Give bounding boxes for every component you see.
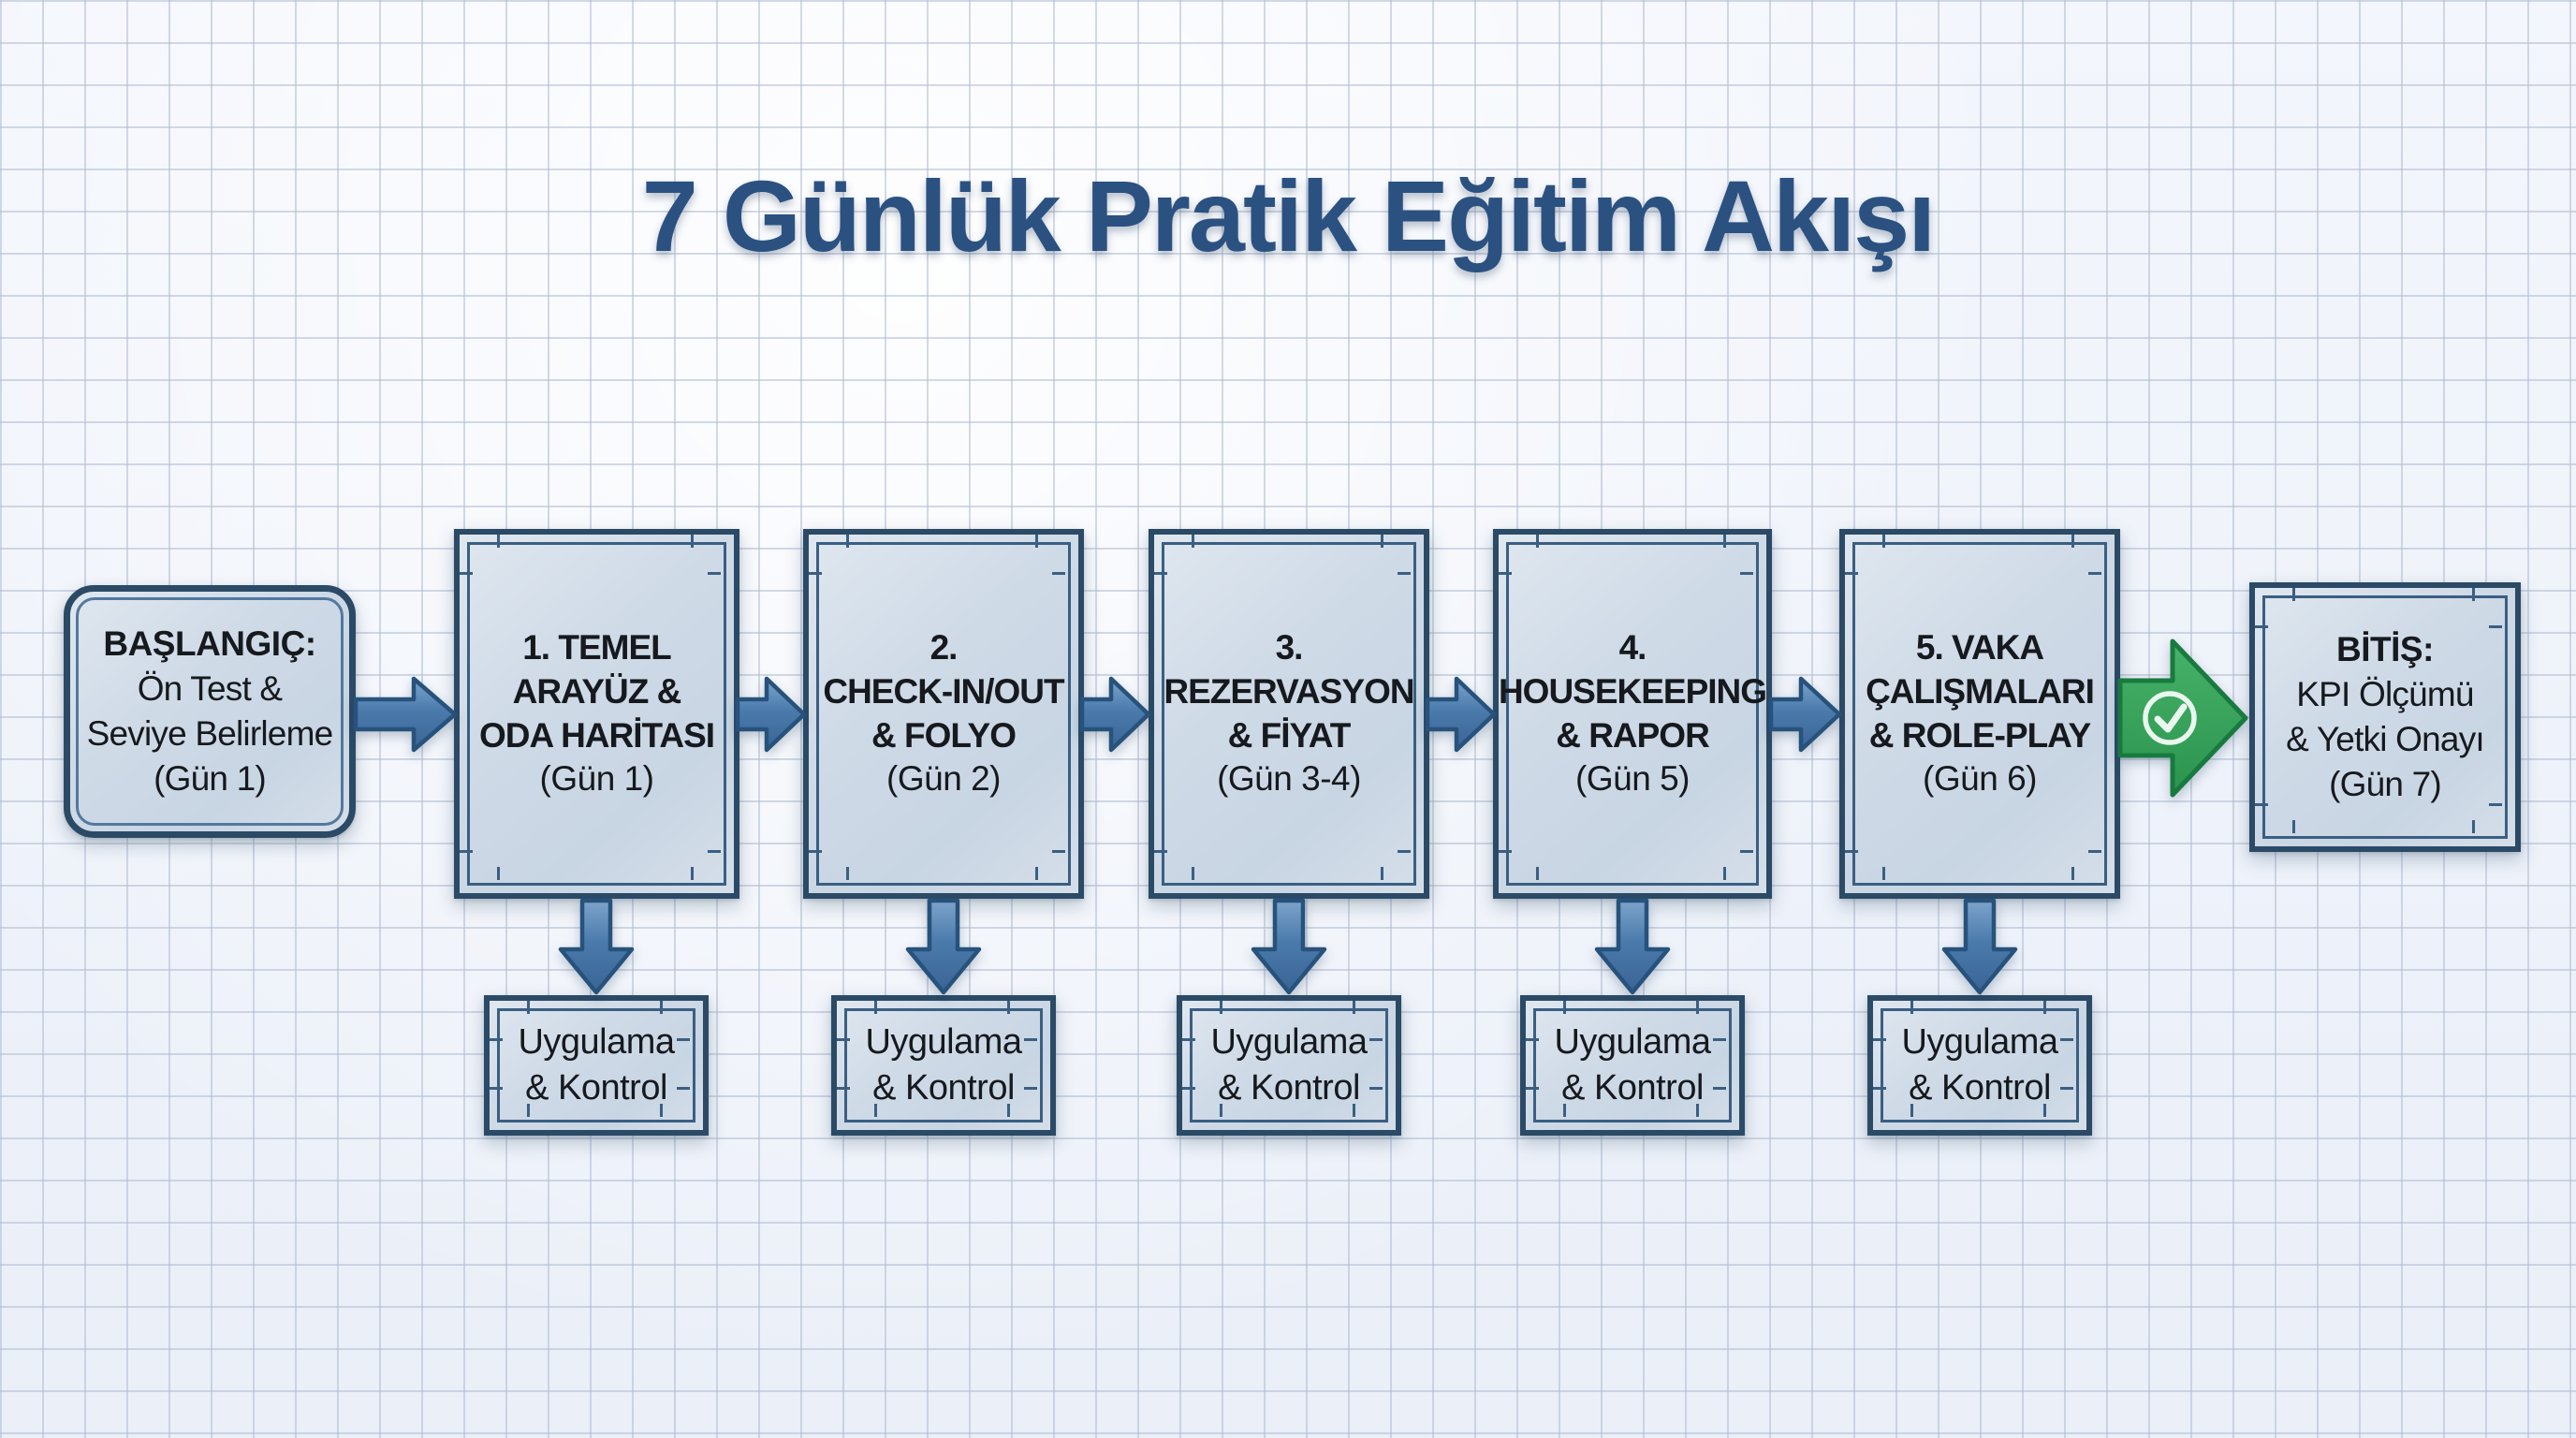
diagram-title: 7 Günlük Pratik Eğitim Akışı — [641, 159, 1936, 272]
arrow-start-to-step1 — [353, 676, 458, 753]
node-day: (Gün 6) — [1923, 759, 2037, 799]
node-line: ÇALIŞMALARI — [1866, 671, 2095, 711]
node-step-5: 5. VAKA ÇALIŞMALARI & ROLE-PLAY (Gün 6) — [1839, 529, 2120, 899]
node-line: 5. VAKA — [1915, 628, 2044, 668]
node-line: BAŞLANGIÇ: — [103, 624, 316, 663]
node-line: Uygulama — [518, 1022, 675, 1063]
node-practice-3: Uygulama & Kontrol — [1177, 995, 1401, 1136]
node-line: & Kontrol — [1561, 1068, 1704, 1108]
node-day: (Gün 1) — [539, 759, 654, 799]
node-line: & Kontrol — [872, 1068, 1015, 1108]
node-step-3-label: 3. REZERVASYON & FİYAT (Gün 3-4) — [1154, 535, 1424, 893]
check-icon — [2143, 691, 2197, 745]
arrow-step1-to-step2 — [735, 676, 807, 753]
node-start: BAŞLANGIÇ: Ön Test & Seviye Belirleme (G… — [64, 585, 356, 838]
arrow-step1-to-practice1 — [558, 898, 635, 995]
node-line: (Gün 7) — [2329, 765, 2442, 804]
node-step-5-label: 5. VAKA ÇALIŞMALARI & ROLE-PLAY (Gün 6) — [1845, 535, 2115, 893]
node-day: (Gün 3-4) — [1217, 759, 1361, 799]
node-line: 1. TEMEL — [522, 628, 672, 668]
node-line: Ön Test & — [137, 668, 283, 708]
node-practice-3-label: Uygulama & Kontrol — [1182, 1001, 1396, 1130]
node-line: BİTİŞ: — [2336, 629, 2434, 668]
node-step-2: 2. CHECK-IN/OUT & FOLYO (Gün 2) — [803, 529, 1084, 899]
arrow-step3-to-step4 — [1425, 676, 1497, 753]
node-practice-1-label: Uygulama & Kontrol — [490, 1001, 703, 1130]
node-step-2-label: 2. CHECK-IN/OUT & FOLYO (Gün 2) — [809, 535, 1078, 893]
node-line: & ROLE-PLAY — [1868, 715, 2091, 755]
node-end: BİTİŞ: KPI Ölçümü & Yetki Onayı (Gün 7) — [2249, 582, 2521, 852]
node-line: 4. — [1618, 628, 1647, 668]
node-practice-4-label: Uygulama & Kontrol — [1526, 1001, 1739, 1130]
node-line: & RAPOR — [1556, 715, 1710, 755]
success-arrow — [2117, 638, 2248, 798]
node-step-4-label: 4. HOUSEKEEPING & RAPOR (Gün 5) — [1498, 535, 1767, 893]
node-practice-5: Uygulama & Kontrol — [1867, 995, 2092, 1136]
node-day: (Gün 5) — [1575, 759, 1690, 799]
node-practice-2: Uygulama & Kontrol — [831, 995, 1056, 1136]
node-line: & Kontrol — [1218, 1068, 1360, 1108]
arrow-step2-to-practice2 — [905, 898, 982, 995]
node-line: Seviye Belirleme — [86, 714, 334, 753]
arrow-step4-to-practice4 — [1594, 898, 1671, 995]
node-step-3: 3. REZERVASYON & FİYAT (Gün 3-4) — [1149, 529, 1429, 899]
node-line: & FOLYO — [871, 715, 1017, 755]
node-step-4: 4. HOUSEKEEPING & RAPOR (Gün 5) — [1493, 529, 1772, 899]
node-line: CHECK-IN/OUT — [823, 671, 1064, 711]
arrow-step5-to-practice5 — [1941, 898, 2018, 995]
node-line: (Gün 1) — [154, 759, 267, 799]
node-line: & FİYAT — [1227, 715, 1352, 755]
node-start-label: BAŞLANGIÇ: Ön Test & Seviye Belirleme (G… — [70, 592, 349, 831]
node-step-1: 1. TEMEL ARAYÜZ & ODA HARİTASI (Gün 1) — [454, 529, 739, 899]
node-step-1-label: 1. TEMEL ARAYÜZ & ODA HARİTASI (Gün 1) — [460, 535, 734, 893]
node-line: Uygulama — [865, 1022, 1022, 1063]
node-line: ODA HARİTASI — [478, 715, 715, 755]
node-line: KPI Ölçümü — [2296, 674, 2474, 713]
node-end-label: BİTİŞ: KPI Ölçümü & Yetki Onayı (Gün 7) — [2255, 588, 2515, 846]
node-line: Uygulama — [1901, 1022, 2058, 1063]
node-practice-1: Uygulama & Kontrol — [484, 995, 709, 1136]
node-line: HOUSEKEEPING — [1498, 671, 1767, 711]
node-line: & Kontrol — [1909, 1068, 2051, 1108]
node-line: ARAYÜZ & — [512, 671, 682, 711]
arrow-step4-to-step5 — [1768, 676, 1842, 753]
node-practice-4: Uygulama & Kontrol — [1520, 995, 1745, 1136]
node-day: (Gün 2) — [886, 759, 1001, 799]
arrow-step2-to-step3 — [1079, 676, 1151, 753]
node-line: Uygulama — [1554, 1022, 1711, 1063]
node-line: 3. — [1275, 628, 1304, 668]
node-line: & Kontrol — [525, 1068, 667, 1108]
node-line: Uygulama — [1210, 1022, 1368, 1063]
node-line: & Yetki Onayı — [2286, 720, 2485, 758]
node-practice-5-label: Uygulama & Kontrol — [1873, 1001, 2086, 1130]
node-line: 2. — [929, 628, 959, 668]
node-practice-2-label: Uygulama & Kontrol — [837, 1001, 1050, 1130]
arrow-step3-to-practice3 — [1251, 898, 1327, 995]
node-line: REZERVASYON — [1164, 671, 1414, 711]
